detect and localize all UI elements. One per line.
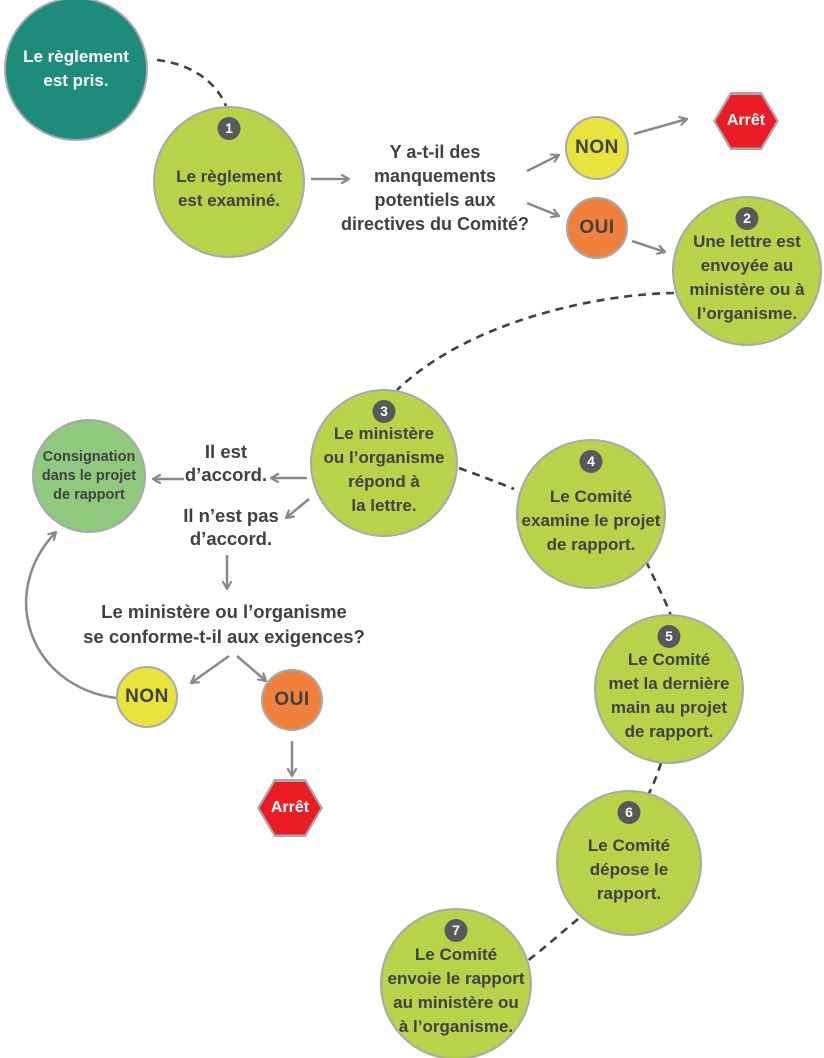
oui-option-1: OUI	[566, 197, 628, 259]
agree-text: Il est d’accord.	[184, 441, 268, 485]
oui-option-2-label: OUI	[274, 689, 310, 710]
consignation-label: Consignation dans le projet de rapport	[41, 448, 137, 503]
non-option-2: NON	[116, 666, 178, 728]
step-number-badge: 6	[617, 801, 641, 824]
arrow-question2-to-non	[191, 654, 230, 683]
dashed-step6-to-step7	[525, 918, 579, 964]
step-number-badge: 4	[579, 450, 603, 473]
disagree-text: Il n’est pas d’accord.	[183, 505, 279, 549]
arrow-oui1-to-step2	[631, 239, 665, 252]
dashed-step3-to-step4	[458, 466, 515, 491]
step-7-label: Le Comité envoie le rapport au ministère…	[387, 945, 525, 1036]
non-option-1-label: NON	[575, 137, 619, 158]
stop-sign-2-inner: Arrêt	[259, 781, 321, 835]
start-node: Le règlement est pris.	[4, 0, 148, 141]
non-option-1: NON	[565, 116, 629, 180]
step-number-badge: 2	[735, 207, 759, 230]
arrow-question2-to-oui	[236, 655, 266, 681]
dashed-step4-to-step5	[644, 560, 673, 617]
step-2-label: Une lettre est envoyée au ministère ou à…	[689, 232, 805, 323]
question-1-text: Y a-t-il des manquements potentiels aux …	[340, 142, 530, 234]
step-4-node: 4 Le Comité examine le projet de rapport…	[516, 439, 666, 589]
consignation-node: Consignation dans le projet de rapport	[32, 419, 146, 533]
step-number-badge: 7	[444, 919, 468, 942]
arrow-non1-to-stop	[633, 119, 687, 136]
arrow-non2-to-consignation	[24, 532, 117, 700]
step-3-node: 3 Le ministère ou l’organisme répond à l…	[310, 389, 458, 537]
start-node-label: Le règlement est pris.	[23, 47, 129, 90]
step-4-label: Le Comité examine le projet de rapport.	[521, 487, 661, 554]
oui-option-1-label: OUI	[579, 217, 615, 238]
non-option-2-label: NON	[125, 686, 169, 707]
step-number-badge: 5	[657, 625, 681, 648]
step-7-node: 7 Le Comité envoie le rapport au ministè…	[380, 908, 532, 1058]
arrow-question1-to-oui	[526, 201, 559, 216]
stop-sign-1-inner: Arrêt	[715, 94, 777, 148]
stop-sign-1-label: Arrêt	[726, 112, 766, 129]
step-number-badge: 1	[217, 117, 241, 140]
step-number-badge: 3	[372, 400, 396, 423]
step-1-label: Le règlement est examiné.	[176, 167, 282, 210]
stop-sign-2-label: Arrêt	[270, 799, 310, 816]
question-2-text: Le ministère ou l’organisme se conforme-…	[83, 601, 365, 647]
step-1-node: 1 Le règlement est examiné.	[153, 106, 305, 258]
step-6-label: Le Comité dépose le rapport.	[587, 836, 671, 903]
step-5-label: Le Comité met la dernière main au projet…	[608, 650, 730, 741]
dashed-step2-to-step3	[396, 291, 675, 391]
oui-option-2: OUI	[261, 669, 323, 731]
step-6-node: 6 Le Comité dépose le rapport.	[556, 790, 702, 936]
arrow-step3-to-disagree	[286, 498, 310, 518]
step-5-node: 5 Le Comité met la dernière main au proj…	[594, 614, 744, 764]
step-2-node: 2 Une lettre est envoyée au ministère ou…	[672, 196, 822, 346]
dashed-start-to-step1	[156, 58, 228, 107]
step-3-label: Le ministère ou l’organisme répond à la …	[323, 424, 445, 515]
arrow-question1-to-non	[526, 155, 559, 173]
